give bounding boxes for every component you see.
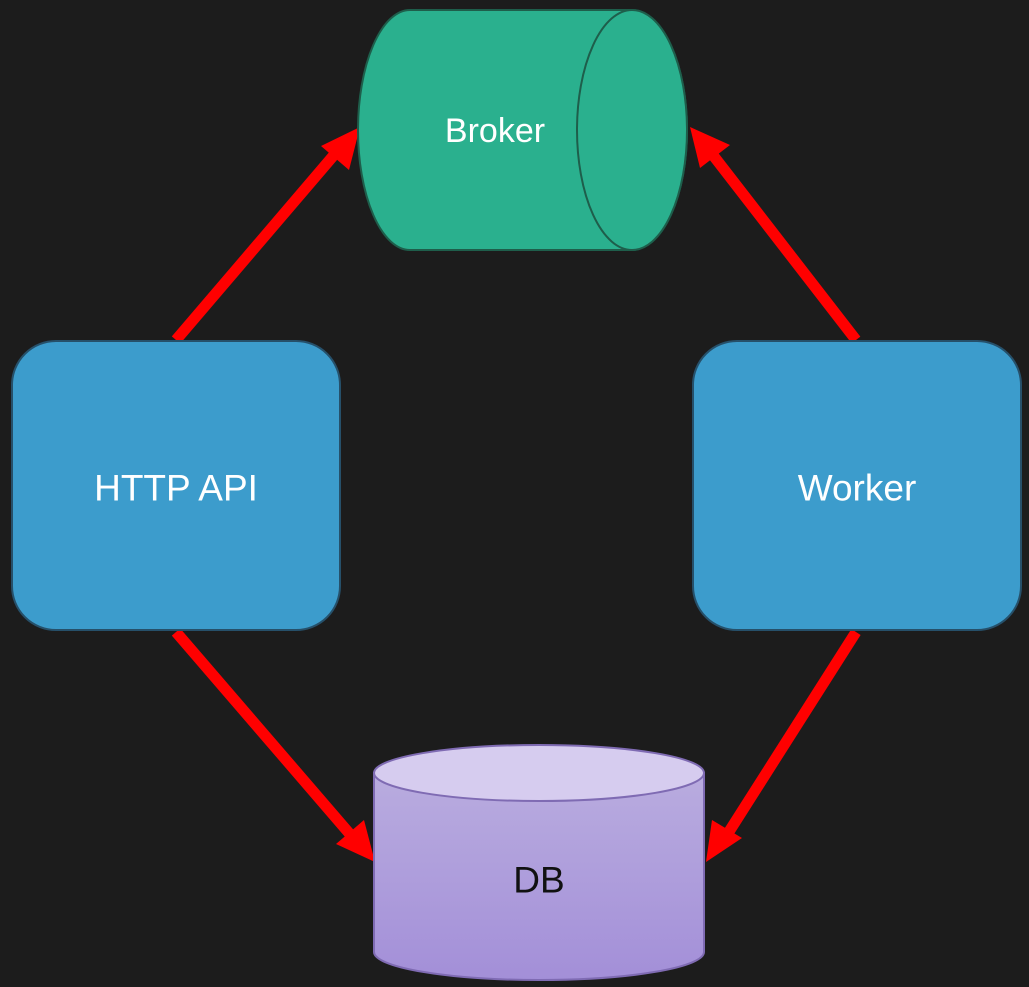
broker-cylinder-cap: [576, 9, 688, 251]
db-cylinder-body: [373, 772, 705, 981]
edge-http-api-to-db: [171, 628, 375, 862]
edge-worker-to-db: [706, 629, 861, 862]
worker-node[interactable]: Worker: [692, 340, 1022, 631]
edge-worker-to-broker: [690, 127, 861, 344]
worker-label: Worker: [798, 468, 917, 509]
db-label: DB: [513, 860, 564, 901]
broker-node[interactable]: Broker: [357, 9, 688, 251]
arrowhead-icon: [336, 820, 375, 862]
arrowhead-icon: [706, 820, 742, 862]
broker-label: Broker: [445, 112, 545, 150]
edge-http-api-to-broker: [171, 127, 360, 344]
db-cylinder-cap: [373, 744, 705, 802]
http-api-node[interactable]: HTTP API: [11, 340, 341, 631]
http-api-label: HTTP API: [94, 468, 258, 509]
http-api-box: [11, 340, 341, 631]
arrowhead-icon: [321, 127, 360, 170]
arrowhead-icon: [690, 127, 730, 168]
db-node[interactable]: DB: [373, 744, 705, 981]
worker-box: [692, 340, 1022, 631]
